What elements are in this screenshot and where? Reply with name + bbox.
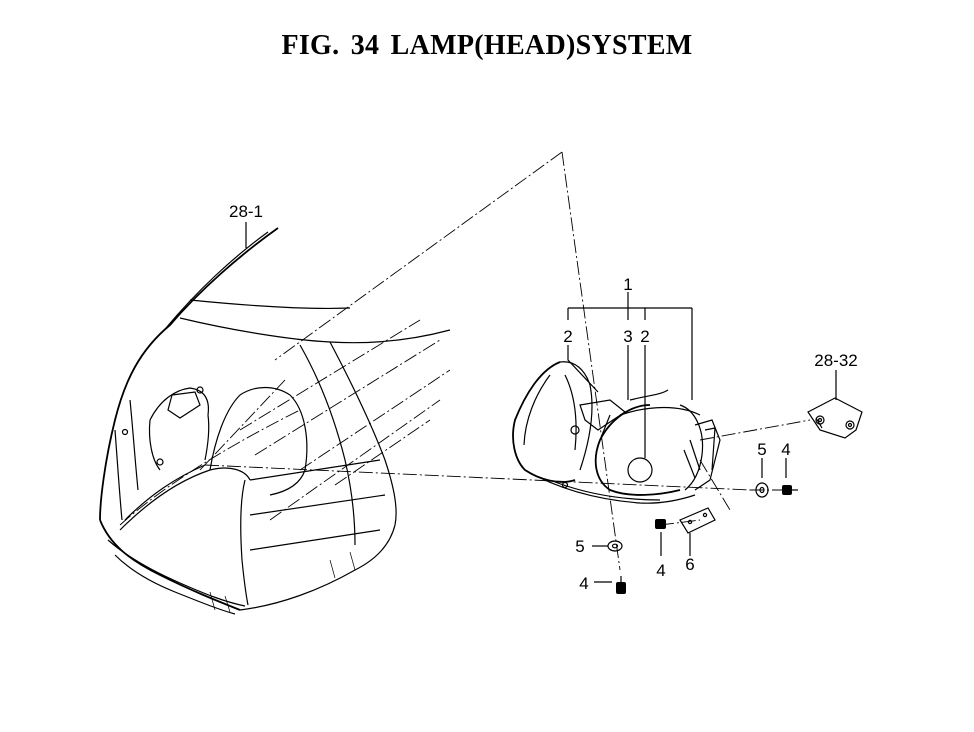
assembly-lines <box>204 151 811 571</box>
bracket-28-32-drawing <box>807 397 863 439</box>
front-cowl-drawing <box>99 227 451 615</box>
callout-3: 3 <box>623 327 632 346</box>
callout-4-mid: 4 <box>656 561 665 580</box>
callout-4-left: 4 <box>579 574 588 593</box>
washer-left-drawing <box>607 540 623 552</box>
bolt-right-drawing <box>782 485 798 495</box>
bolt-mid-drawing <box>655 519 666 529</box>
washer-right-drawing <box>755 482 769 498</box>
callout-28-32: 28-32 <box>814 351 857 370</box>
callout-leaders <box>245 222 837 583</box>
callout-4-right: 4 <box>781 440 790 459</box>
headlamp-assembly-drawing <box>512 361 721 504</box>
callout-2-left: 2 <box>563 327 572 346</box>
callout-5-right: 5 <box>757 440 766 459</box>
figure-title: FIG. 34 LAMP(HEAD)SYSTEM <box>281 30 693 61</box>
plate-6-drawing <box>679 507 716 534</box>
bolt-bottom-drawing <box>616 576 626 594</box>
callout-1: 1 <box>623 275 632 294</box>
callout-28-1: 28-1 <box>229 202 263 221</box>
callout-5-left: 5 <box>575 537 584 556</box>
callout-2-right: 2 <box>640 327 649 346</box>
callout-6: 6 <box>685 555 694 574</box>
